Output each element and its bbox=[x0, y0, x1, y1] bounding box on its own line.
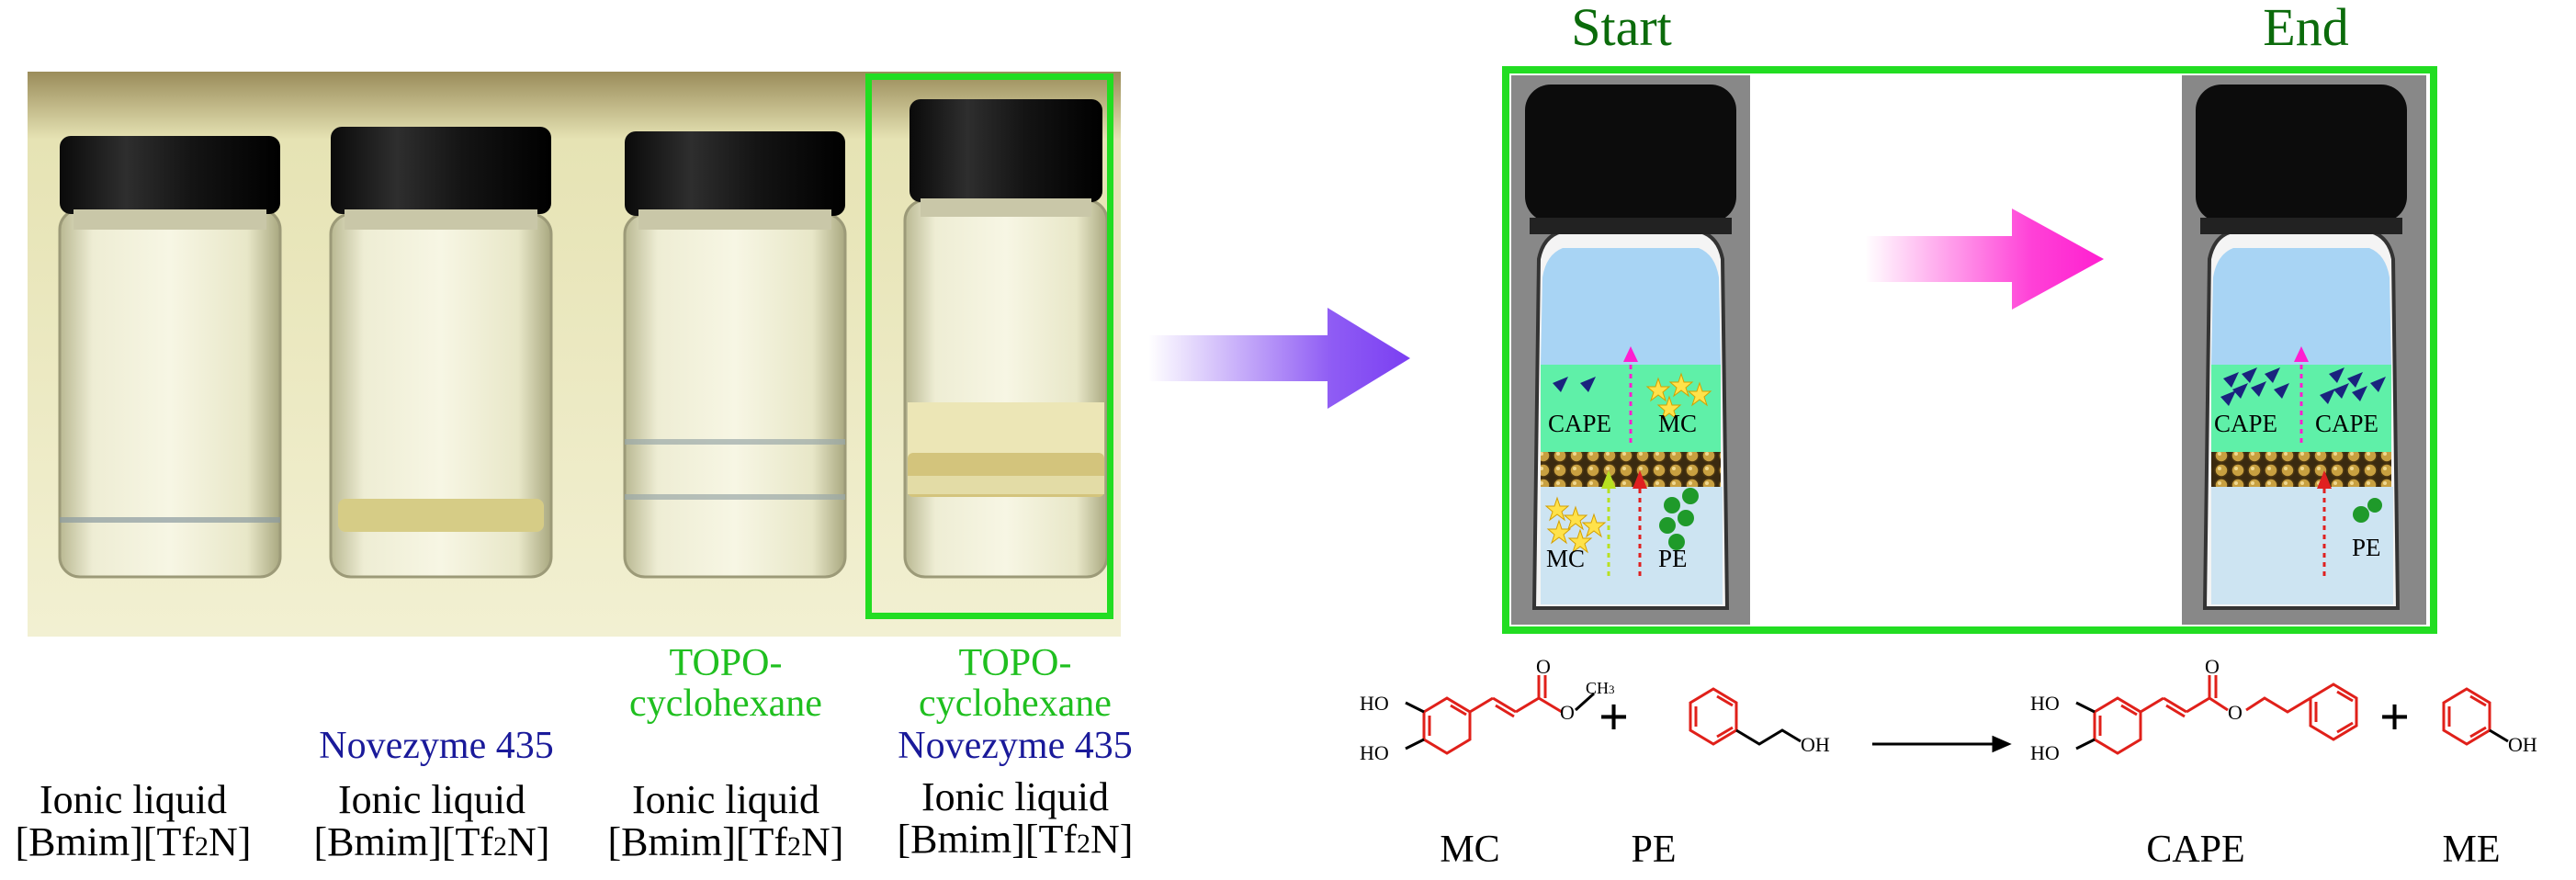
transition-arrow bbox=[1148, 308, 1410, 409]
mc-structure bbox=[1422, 675, 1563, 755]
start-to-end-arrow bbox=[1865, 209, 2104, 310]
vial-1-label: Ionic liquid [Bmim][Tf2N] bbox=[15, 777, 252, 865]
start-bottom-left-label: MC bbox=[1546, 545, 1585, 572]
plus-1: + bbox=[1599, 687, 1629, 747]
vial-4-highlight-box bbox=[865, 73, 1113, 619]
start-top-left-label: CAPE bbox=[1548, 410, 1611, 437]
reaction-scheme: HO HO O O CH3 + OH HO HO O O + OH bbox=[1360, 657, 2537, 764]
vial-4-enzyme-label: Novezyme 435 bbox=[898, 725, 1133, 767]
pe-structure bbox=[1689, 687, 1738, 746]
pe-oh: OH bbox=[1801, 733, 1830, 756]
vial-2 bbox=[329, 127, 553, 579]
end-title: End bbox=[2263, 0, 2349, 57]
cape-oh-1: HO bbox=[2030, 692, 2060, 715]
mc-ester-o: O bbox=[1560, 701, 1575, 724]
plus-2: + bbox=[2379, 687, 2410, 747]
mc-oh-2: HO bbox=[1360, 741, 1389, 764]
end-top-right-label: CAPE bbox=[2315, 410, 2378, 437]
mc-carbonyl-o: O bbox=[1536, 657, 1551, 678]
start-bottom-right-label: PE bbox=[1658, 545, 1688, 572]
cape-carbonyl-o: O bbox=[2205, 657, 2220, 678]
cape-oh-2: HO bbox=[2030, 741, 2060, 764]
cape-label: CAPE bbox=[2146, 829, 2245, 871]
pe-label: PE bbox=[1631, 829, 1677, 871]
start-top-right-label: MC bbox=[1658, 410, 1697, 437]
vial-photo bbox=[28, 72, 1121, 637]
me-structure bbox=[2442, 687, 2491, 746]
vial-2-enzyme-label: Novezyme 435 bbox=[319, 725, 554, 767]
vial-4-label: Ionic liquid [Bmim][Tf2N] bbox=[897, 774, 1134, 863]
mc-oh-1: HO bbox=[1360, 692, 1389, 715]
vial-1 bbox=[58, 136, 282, 579]
reaction-arrow bbox=[1872, 735, 2012, 753]
start-vial bbox=[1511, 75, 1750, 625]
vial-4 bbox=[903, 99, 1109, 579]
vial-3 bbox=[623, 131, 847, 579]
end-top-left-label: CAPE bbox=[2214, 410, 2277, 437]
me-oh: OH bbox=[2508, 733, 2537, 756]
start-title: Start bbox=[1571, 0, 1672, 57]
cape-ester-o: O bbox=[2228, 701, 2243, 724]
end-vial bbox=[2182, 75, 2426, 625]
schematic-panel: CAPE MC MC PE CAPE CAPE PE bbox=[1502, 66, 2437, 634]
mc-label: MC bbox=[1440, 829, 1500, 871]
vial-3-solvent-label: TOPO- cyclohexane bbox=[629, 642, 822, 726]
vial-2-label: Ionic liquid [Bmim][Tf2N] bbox=[313, 777, 550, 865]
end-bottom-right-label: PE bbox=[2352, 534, 2381, 561]
mc-methyl: CH3 bbox=[1586, 679, 1615, 697]
me-label: ME bbox=[2442, 829, 2501, 871]
vial-4-solvent-label: TOPO- cyclohexane bbox=[919, 642, 1112, 726]
vial-3-label: Ionic liquid [Bmim][Tf2N] bbox=[607, 777, 844, 865]
cape-structure bbox=[2093, 675, 2358, 755]
